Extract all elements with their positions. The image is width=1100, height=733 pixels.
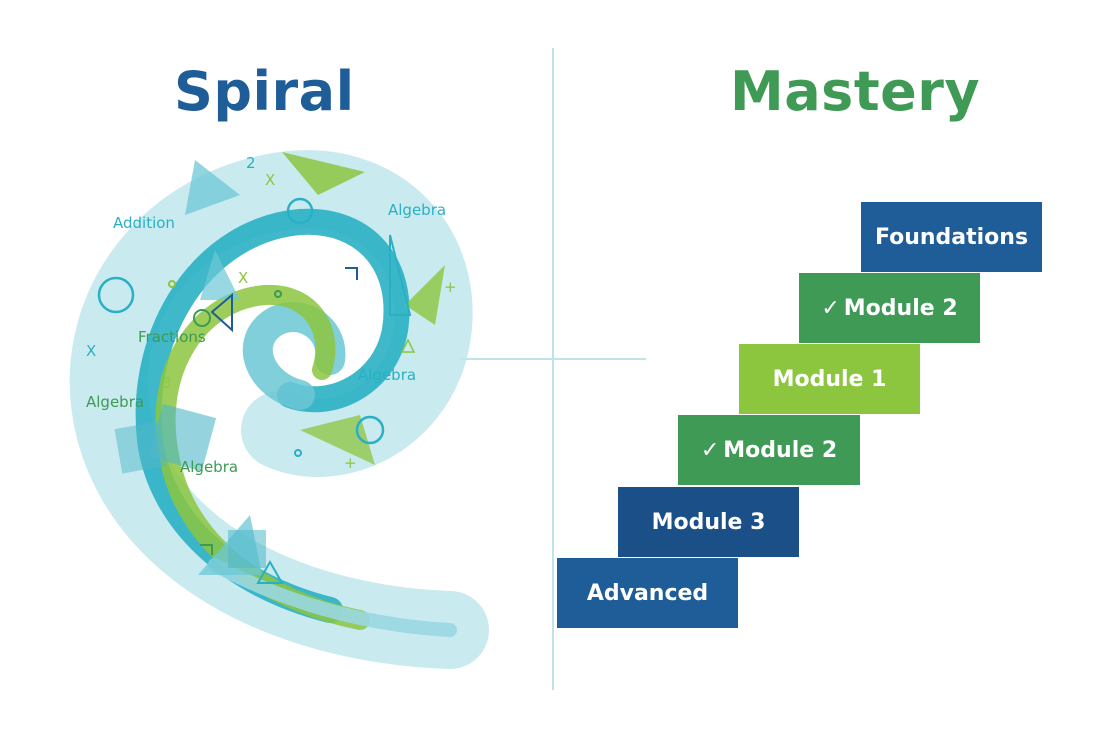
spiral-heading: Spiral — [174, 60, 355, 123]
triangle-shape — [185, 160, 240, 215]
spiral-tail — [208, 558, 457, 637]
circle-shape — [294, 449, 302, 457]
circle-shape — [274, 290, 282, 298]
spiral-symbol-plus: + — [344, 454, 357, 472]
mastery-step-foundations: Foundations — [861, 202, 1042, 272]
outline-triangle-shape — [389, 234, 412, 316]
spiral-label-fractions: Fractions — [138, 328, 206, 346]
mastery-step-label: Foundations — [874, 224, 1029, 250]
square-shape — [148, 403, 217, 472]
spiral-symbol-x: X — [265, 171, 275, 189]
mastery-step-module-2-lower: ✓ Module 2 — [678, 415, 860, 485]
outline-triangle-shape — [400, 338, 416, 353]
spiral-label-algebra-right: Algebra — [358, 366, 416, 384]
triangle-shape — [405, 265, 445, 325]
mastery-step-label: Module 1 — [772, 366, 887, 392]
spiral-symbol-x: X — [86, 342, 96, 360]
mastery-step-module-2-upper: ✓ Module 2 — [799, 273, 980, 343]
spiral-label-algebra-left: Algebra — [86, 393, 144, 411]
circle-shape — [168, 280, 176, 288]
spiral-symbol-plus: + — [444, 278, 457, 296]
angle-mark — [200, 544, 213, 555]
spiral-symbol-superscript: 2 — [246, 154, 256, 172]
check-icon: ✓ — [821, 295, 840, 321]
spiral-symbol-three: 3 — [162, 374, 172, 392]
mastery-step-module-1: Module 1 — [739, 344, 920, 414]
vertical-divider — [552, 48, 554, 690]
mastery-heading: Mastery — [730, 60, 981, 123]
mastery-step-module-3: Module 3 — [618, 487, 799, 557]
check-icon: ✓ — [700, 437, 720, 463]
circle-shape — [286, 197, 314, 225]
mastery-step-advanced: Advanced — [557, 558, 738, 628]
spiral-label-addition: Addition — [113, 214, 175, 232]
outline-triangle-shape — [256, 559, 284, 584]
angle-mark — [345, 267, 358, 280]
spiral-illustration: Addition Algebra Fractions Algebra Algeb… — [69, 150, 489, 669]
spiral-symbol-x: X — [238, 269, 248, 287]
circle-shape — [355, 415, 385, 445]
square-shape — [114, 421, 167, 474]
circle-shape — [97, 276, 135, 314]
circle-shape — [193, 309, 211, 327]
square-shape — [228, 530, 266, 568]
spiral-label-algebra-bottom: Algebra — [180, 458, 238, 476]
mastery-step-label: Advanced — [586, 580, 709, 606]
spiral-label-algebra-top: Algebra — [388, 201, 446, 219]
outline-triangle-shape — [210, 292, 233, 333]
mastery-step-label: Module 2 — [723, 437, 838, 463]
triangle-shape — [282, 152, 365, 195]
horizontal-divider — [460, 358, 646, 360]
mastery-step-label: Module 3 — [651, 509, 766, 535]
mastery-step-label: Module 2 — [843, 295, 958, 321]
triangle-shape — [200, 250, 240, 300]
